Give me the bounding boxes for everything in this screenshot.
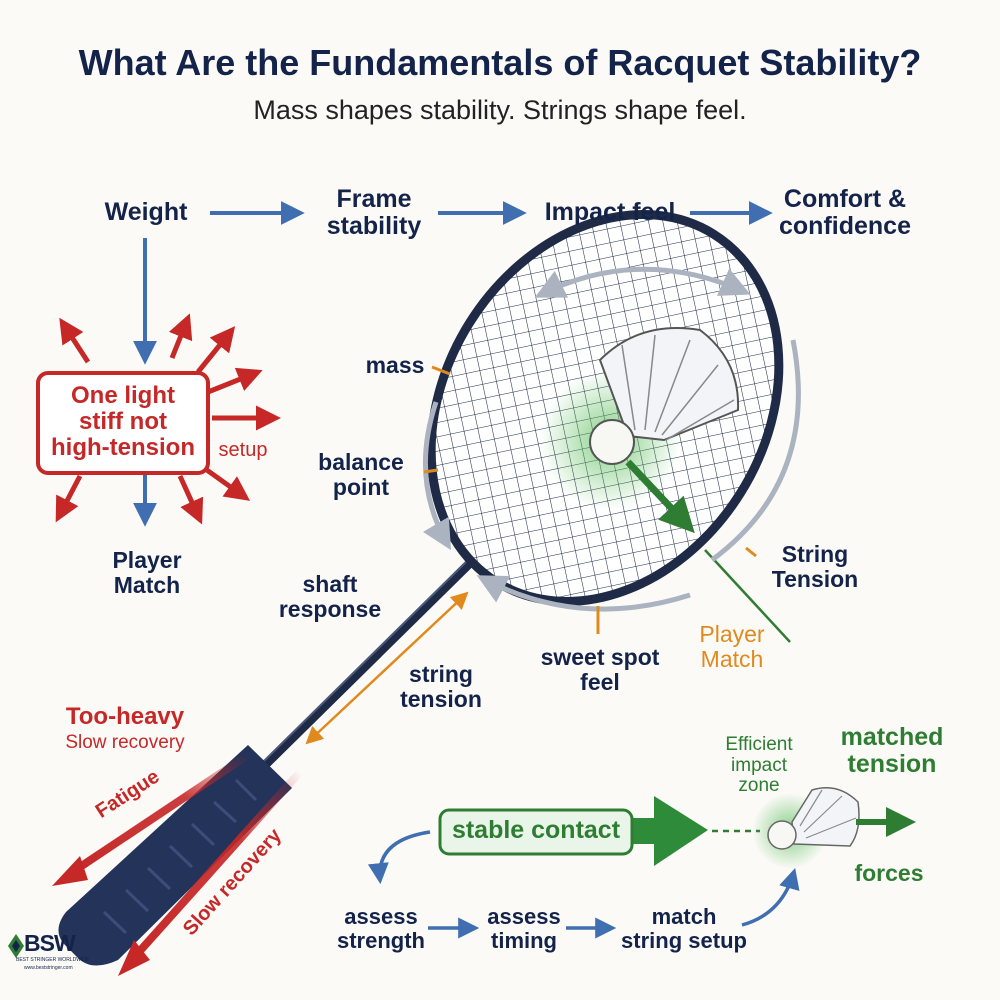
heavy-arrows	[52, 751, 303, 976]
flow-frame-stability: Frame stability	[326, 185, 422, 240]
stable-contact-big-arrow	[632, 796, 708, 866]
shuttlecock-small-icon	[767, 787, 860, 850]
loop-arrow-right	[741, 867, 800, 927]
label-stable-contact: stable contact	[451, 816, 621, 844]
logo-mark-icon	[8, 934, 24, 958]
label-string-tension-lower: string tension	[400, 661, 482, 712]
label-matched-tension: matched tension	[840, 723, 944, 778]
left-player-match: Player Match	[112, 547, 182, 598]
warning-burst-arrows	[55, 313, 281, 525]
label-sweet-spot-feel: sweet spot feel	[540, 644, 660, 695]
warning-box	[36, 371, 210, 475]
label-ticks	[423, 365, 757, 634]
racquet-handle	[58, 745, 292, 966]
player-match-green-line	[704, 549, 791, 643]
label-balance-point: balance point	[318, 449, 404, 500]
page-subtitle: Mass shapes stability. Strings shape fee…	[253, 95, 747, 125]
flow-comfort-confidence: Comfort & confidence	[779, 185, 911, 240]
label-string-tension-right: String Tension	[771, 541, 859, 592]
page-title: What Are the Fundamentals of Racquet Sta…	[78, 42, 922, 83]
label-assess-timing: assess timing	[487, 904, 561, 953]
logo-tagline: BEST STRINGER WORLDWIDE	[16, 957, 90, 963]
label-match-string-setup: match string setup	[621, 904, 747, 953]
stability-arcs	[422, 266, 801, 612]
warning-box-label: One light stiff not high-tension	[51, 382, 195, 461]
label-mass: mass	[365, 352, 425, 378]
label-too-heavy: Too-heavy	[65, 703, 185, 730]
flow-impact-feel: Impact feel	[544, 198, 676, 226]
label-efficient-zone: Efficient impact zone	[725, 734, 793, 797]
logo-text: BSW	[24, 930, 76, 956]
shuttlecock-main-icon	[589, 327, 740, 465]
stable-contact-box	[438, 808, 634, 856]
label-player-match-orange: Player Match	[699, 621, 765, 672]
string-tension-arrow	[305, 591, 469, 745]
label-shaft-response: shaft response	[278, 571, 382, 622]
shuttle-path-arrow	[625, 459, 695, 534]
label-slow-recovery: Slow recovery	[65, 732, 185, 753]
label-forces: forces	[854, 860, 924, 886]
loop-arrow-left	[367, 830, 431, 885]
flow-weight: Weight	[104, 198, 188, 226]
label-assess-strength: assess strength	[337, 904, 425, 953]
warning-setup-label: setup	[218, 439, 268, 461]
logo-url: www.beststringer.com	[24, 965, 73, 971]
bsw-logo: BSW BEST STRINGER WORLDWIDE www.beststri…	[6, 930, 96, 978]
